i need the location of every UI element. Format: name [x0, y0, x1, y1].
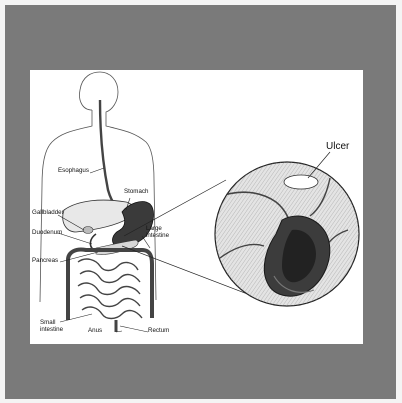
label-rectum: Rectum [148, 328, 169, 335]
body-outline [40, 72, 156, 302]
diagram-panel: Esophagus Stomach Gallbladder Duodenum L… [30, 70, 363, 344]
label-duodenum: Duodenum [32, 230, 62, 237]
esophagus [100, 100, 126, 212]
label-ulcer: Ulcer [326, 142, 349, 152]
magnified-view [210, 160, 363, 310]
small-intestine [78, 259, 142, 318]
digestive-diagram [30, 70, 363, 344]
label-pancreas: Pancreas [32, 258, 58, 265]
gallbladder [83, 227, 93, 234]
label-esophagus: Esophagus [58, 168, 89, 175]
label-stomach: Stomach [124, 189, 148, 196]
label-anus: Anus [88, 328, 102, 335]
label-small-intestine-2: intestine [40, 327, 63, 334]
label-large-intestine-2: intestine [146, 233, 169, 240]
label-gallbladder: Gallbladder [32, 210, 64, 217]
ulcer-spot [284, 175, 318, 189]
